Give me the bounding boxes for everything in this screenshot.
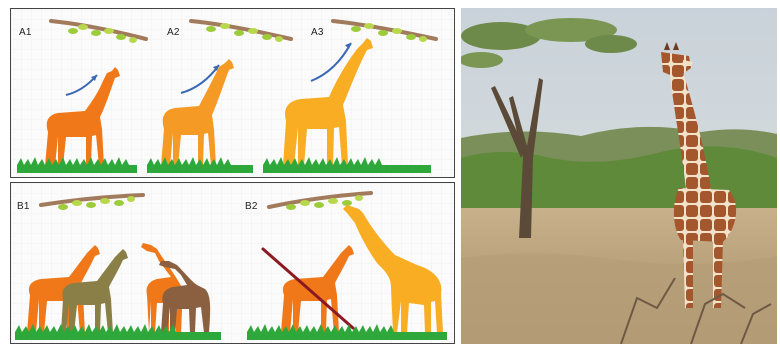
panel-b-drawing [11,183,455,344]
label-a1: A1 [19,27,32,38]
panel-b: B1 B2 [10,182,455,344]
label-a3: A3 [311,27,324,38]
label-b2: B2 [245,201,258,212]
panel-a: A1 A2 A3 [10,8,455,178]
photo-drawing [461,8,777,344]
panel-a-drawing [11,9,455,178]
savanna-giraffe-photo [461,8,777,344]
label-a2: A2 [167,27,180,38]
label-b1: B1 [17,201,30,212]
grid-background [11,9,455,178]
